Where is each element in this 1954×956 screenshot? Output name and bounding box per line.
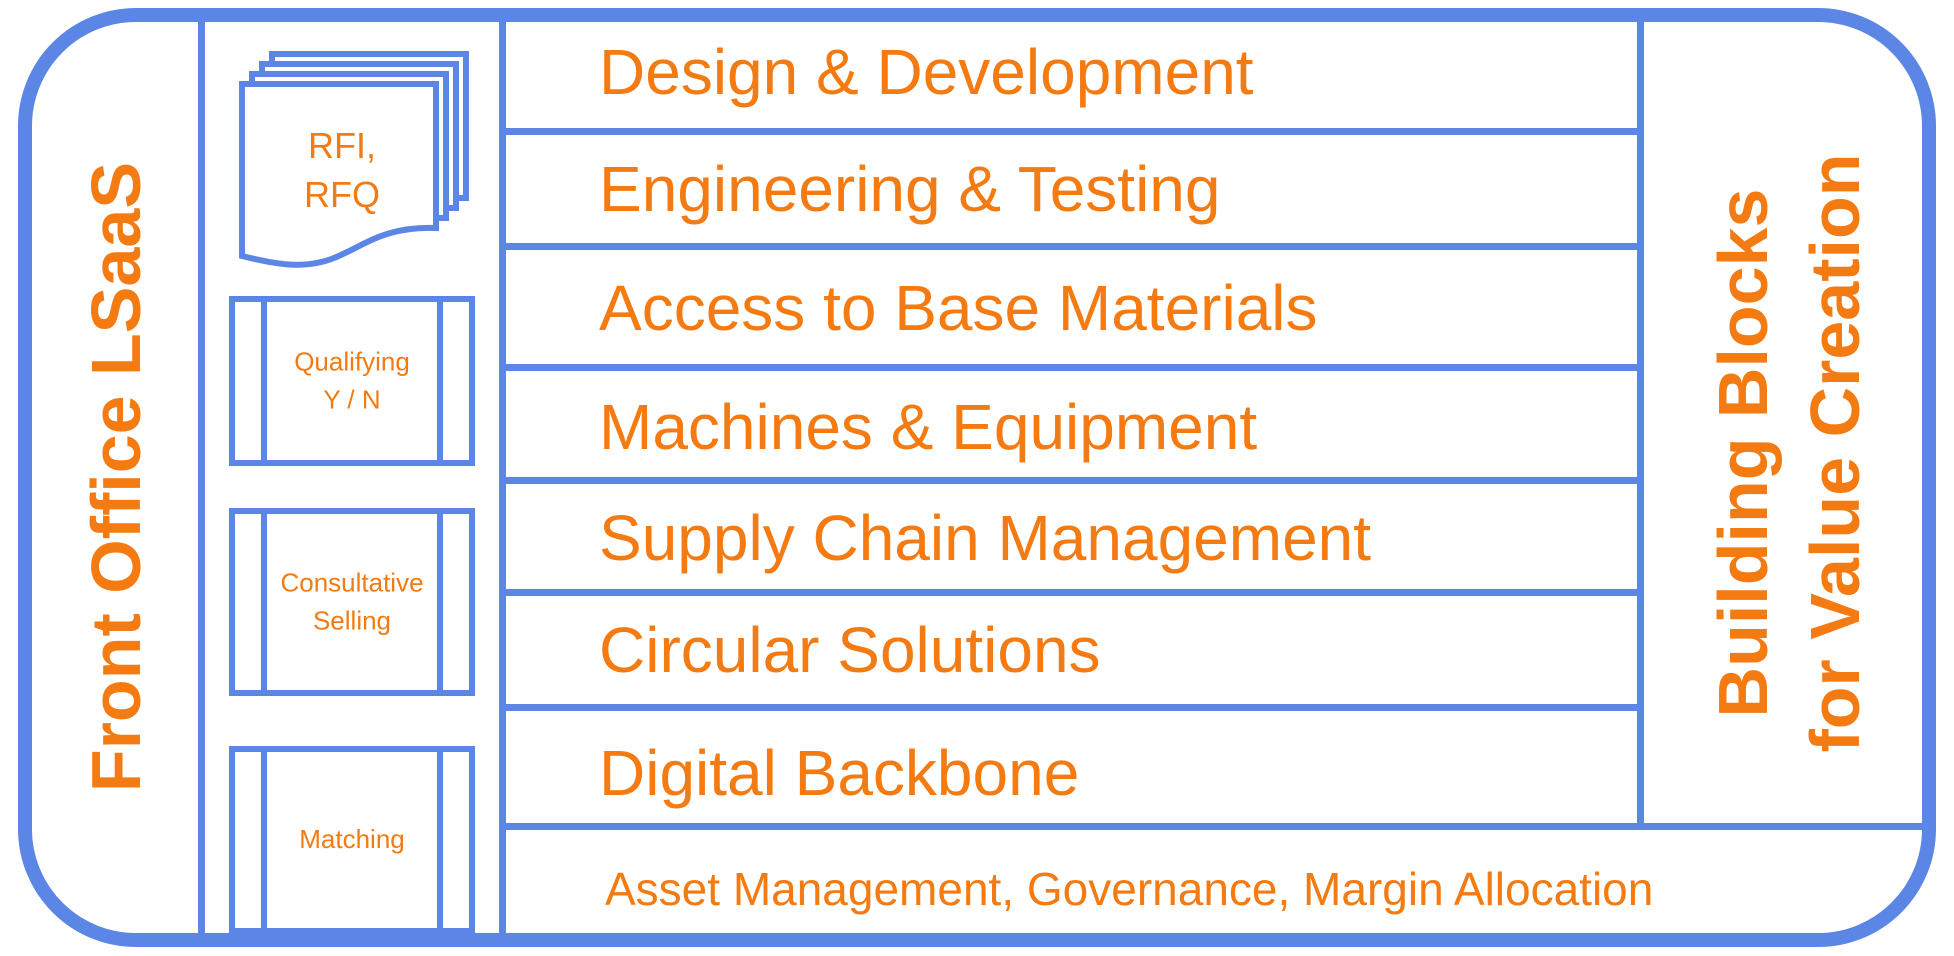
- footer-divider: [503, 823, 1933, 830]
- rfi-rfq-label: RFI, RFQ: [262, 122, 422, 219]
- matching-label: Matching: [299, 824, 405, 855]
- block-divider: [503, 243, 1640, 250]
- block-circular-solutions: Circular Solutions: [599, 614, 1101, 686]
- divider-steps: [499, 14, 506, 942]
- block-divider: [503, 477, 1640, 484]
- rfq-label: RFQ: [304, 173, 380, 215]
- outer-frame: [18, 8, 1936, 947]
- block-base-materials: Access to Base Materials: [599, 272, 1318, 344]
- left-title: Front Office LSaaS: [77, 161, 155, 793]
- block-digital-backbone: Digital Backbone: [599, 737, 1080, 809]
- step-consultative-selling: Consultative Selling: [229, 508, 475, 696]
- block-divider: [503, 704, 1640, 711]
- divider-right: [1637, 14, 1644, 828]
- right-title-line-2: for Value Creation: [1796, 153, 1874, 753]
- qualifying-label: Qualifying: [294, 346, 410, 377]
- selling-label: Selling: [312, 605, 392, 635]
- rfi-label: RFI,: [308, 125, 376, 166]
- block-supply-chain: Supply Chain Management: [599, 502, 1372, 574]
- yes-no-label: Y / N: [323, 384, 381, 414]
- step-matching: Matching: [229, 746, 475, 934]
- step-bar-left: [261, 514, 267, 690]
- step-bar-left: [261, 302, 267, 460]
- divider-left: [198, 14, 205, 942]
- step-label: Qualifying Y / N: [235, 343, 469, 418]
- right-title: Building Blocks for Value Creation: [1697, 123, 1887, 783]
- footer-label: Asset Management, Governance, Margin All…: [605, 863, 1654, 915]
- step-label: Consultative Selling: [235, 564, 469, 639]
- step-qualifying: Qualifying Y / N: [229, 296, 475, 466]
- block-design-development: Design & Development: [599, 36, 1254, 108]
- document-stack-icon: [239, 51, 469, 268]
- step-bar-left: [261, 752, 267, 928]
- consultative-label: Consultative: [280, 567, 424, 598]
- right-title-line-1: Building Blocks: [1704, 188, 1782, 718]
- block-engineering-testing: Engineering & Testing: [599, 153, 1221, 225]
- block-divider: [503, 364, 1640, 371]
- step-bar-right: [437, 514, 443, 690]
- block-divider: [503, 128, 1640, 135]
- block-divider: [503, 589, 1640, 596]
- step-bar-right: [437, 752, 443, 928]
- block-machines-equipment: Machines & Equipment: [599, 391, 1258, 463]
- step-bar-right: [437, 302, 443, 460]
- step-label: Matching: [235, 821, 469, 859]
